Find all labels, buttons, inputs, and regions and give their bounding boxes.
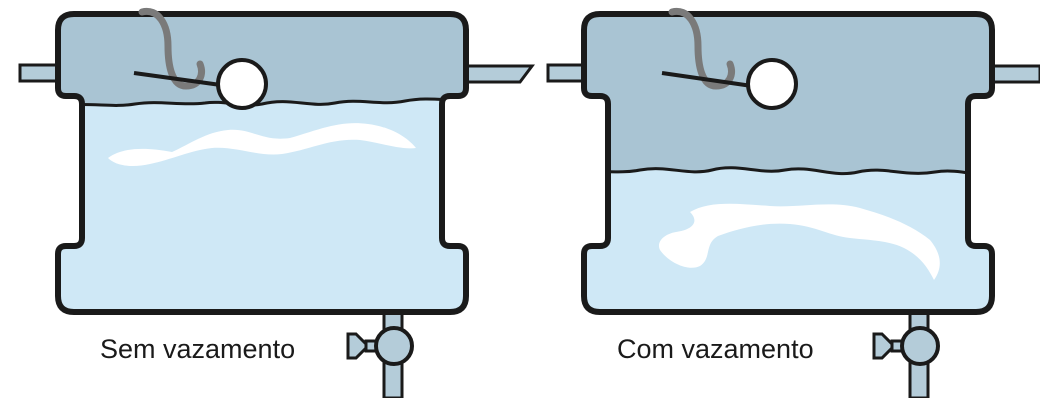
float-ball-icon [746,58,798,110]
float-ball-icon [216,58,268,110]
float-valve [661,7,798,110]
tank-leak [546,7,1040,398]
outlet-valve-icon [346,298,414,398]
water-reflection [108,123,416,166]
caption-leak: Com vazamento [617,334,814,364]
water-reflection [658,203,940,280]
float-valve [133,7,268,110]
tank-no-leak [18,7,535,398]
air-space [58,14,466,106]
outlet-valve-icon [872,298,940,398]
caption-no-leak: Sem vazamento [100,334,296,364]
